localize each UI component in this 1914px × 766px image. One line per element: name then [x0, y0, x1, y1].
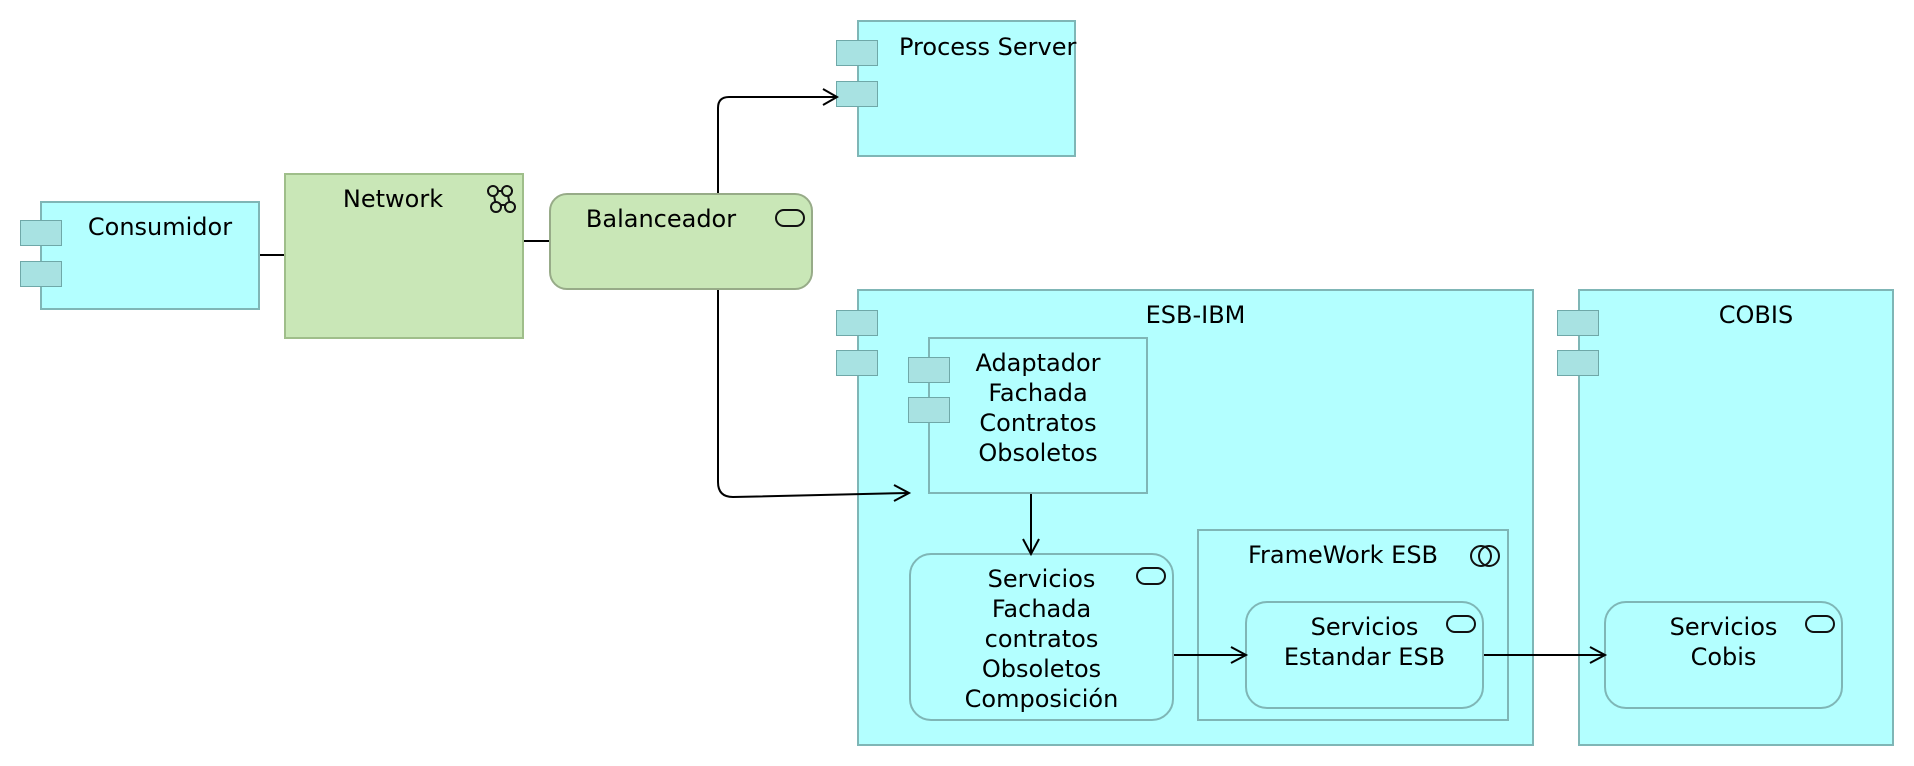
component-icon [20, 261, 62, 287]
service-icon [1805, 615, 1835, 633]
process-server-label: Process Server [899, 33, 1077, 61]
service-icon [1136, 567, 1166, 585]
servicios-estandar-line-2: Estandar ESB [1283, 643, 1446, 671]
servicios-cobis-line-2: Cobis [1690, 643, 1757, 671]
servicios-fachada-line-2: Fachada [991, 595, 1092, 623]
consumidor-label: Consumidor [87, 213, 233, 241]
component-icon [1557, 310, 1599, 336]
service-icon [775, 209, 805, 227]
servicios-fachada-line-4: Obsoletos [981, 655, 1102, 683]
servicios-estandar-line-1: Servicios [1310, 613, 1419, 641]
component-icon [836, 40, 878, 66]
servicios-estandar-service[interactable]: Servicios Estandar ESB [1245, 601, 1484, 709]
component-icon [908, 397, 950, 423]
servicios-fachada-line-3: contratos [984, 625, 1099, 653]
servicios-fachada-service[interactable]: Servicios Fachada contratos Obsoletos Co… [909, 553, 1174, 721]
framework-esb-label: FrameWork ESB [1247, 541, 1439, 569]
flow-balanceador-process-server[interactable] [717, 96, 836, 193]
adaptador-line-3: Contratos [979, 409, 1097, 437]
component-icon [1557, 350, 1599, 376]
balanceador-label: Balanceador [585, 205, 737, 233]
component-icon [908, 357, 950, 383]
servicios-cobis-line-1: Servicios [1669, 613, 1778, 641]
component-icon [836, 350, 878, 376]
component-icon [836, 310, 878, 336]
servicios-fachada-line-5: Composición [964, 685, 1119, 713]
adaptador-line-1: Adaptador [975, 349, 1101, 377]
process-server-component[interactable]: Process Server [857, 20, 1076, 157]
esb-ibm-label: ESB-IBM [1145, 301, 1246, 329]
adaptador-line-4: Obsoletos [978, 439, 1098, 467]
network-node[interactable]: Network [284, 173, 524, 339]
collaboration-icon [1470, 545, 1500, 567]
service-icon [1446, 615, 1476, 633]
balanceador-service[interactable]: Balanceador [549, 193, 813, 290]
component-icon [20, 220, 62, 246]
servicios-cobis-service[interactable]: Servicios Cobis [1604, 601, 1843, 709]
adaptador-line-2: Fachada [988, 379, 1088, 407]
adaptador-component[interactable]: Adaptador Fachada Contratos Obsoletos [928, 337, 1148, 494]
cobis-label: COBIS [1718, 301, 1794, 329]
component-icon [836, 81, 878, 107]
network-icon [487, 185, 516, 213]
consumidor-component[interactable]: Consumidor [40, 201, 260, 310]
arrowhead [822, 88, 840, 106]
servicios-fachada-line-1: Servicios [987, 565, 1096, 593]
network-label: Network [342, 185, 444, 213]
